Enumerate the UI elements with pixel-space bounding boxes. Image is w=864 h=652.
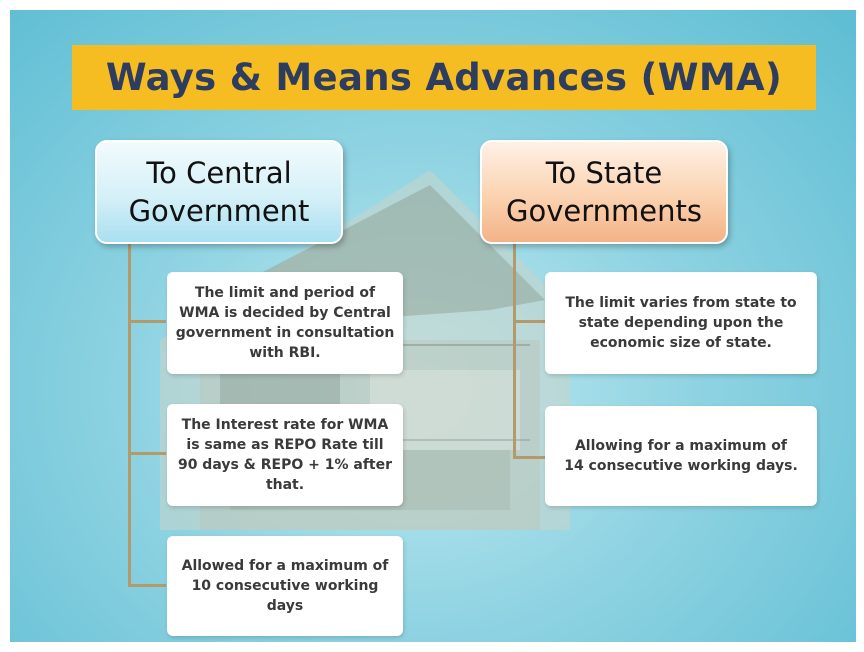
state-connector-vertical: [513, 240, 516, 458]
central-heading-text: To Central Government: [128, 156, 310, 228]
central-info-limit: The limit and period of WMA is decided b…: [167, 272, 403, 374]
central-info-max-days: Allowed for a maximum of 10 consecutive …: [167, 536, 403, 636]
central-connector-branch-1: [128, 320, 166, 323]
state-info-limit: The limit varies from state to state dep…: [545, 272, 817, 374]
page-title: Ways & Means Advances (WMA): [105, 56, 783, 99]
state-connector-branch-2: [513, 456, 545, 459]
state-info-max-days: Allowing for a maximum of 14 consecutive…: [545, 406, 817, 506]
central-connector-branch-3: [128, 584, 166, 587]
central-connector-vertical: [128, 240, 131, 586]
title-banner: Ways & Means Advances (WMA): [72, 45, 816, 110]
state-governments-heading: To State Governments: [480, 140, 728, 244]
central-connector-branch-2: [128, 452, 166, 455]
state-heading-text: To State Governments: [506, 156, 702, 228]
slide: Ways & Means Advances (WMA) To Central G…: [10, 10, 856, 642]
central-info-interest-rate: The Interest rate for WMA is same as REP…: [167, 404, 403, 506]
central-government-heading: To Central Government: [95, 140, 343, 244]
state-connector-branch-1: [513, 320, 545, 323]
